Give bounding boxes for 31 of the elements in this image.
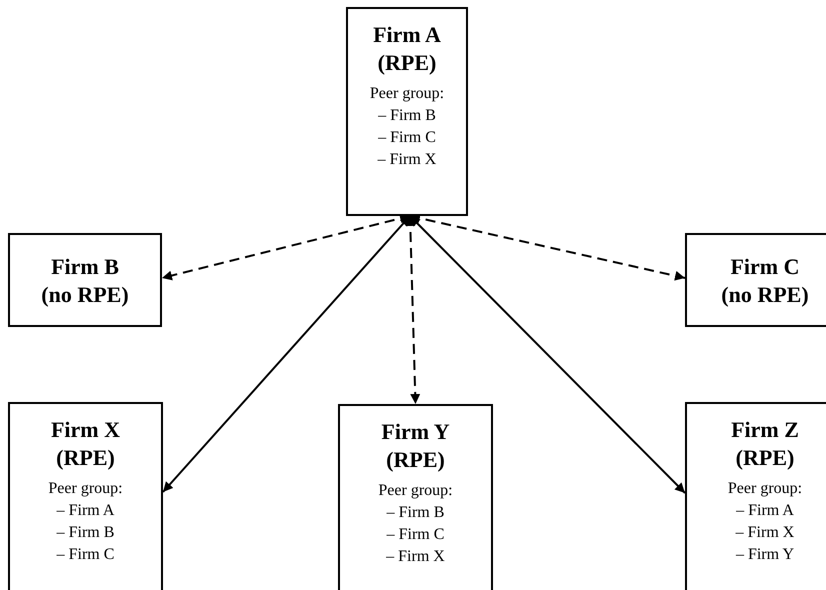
peer-firm-item: – Firm A [56, 501, 114, 521]
peer-group-label: Peer group: [370, 84, 444, 104]
peer-firm-item: – Firm A [736, 501, 794, 521]
firm-box [8, 402, 163, 590]
firm-box [338, 404, 493, 590]
peer-firm-item: – Firm C [56, 545, 114, 565]
arrow [405, 216, 420, 404]
firm-box [8, 233, 162, 327]
arrow [162, 214, 410, 280]
peer-firm-item: – Firm C [386, 525, 444, 545]
peer-firm-item: – Firm B [386, 503, 444, 523]
peer-group-label: Peer group: [728, 479, 802, 499]
firm-heading: Firm B (no RPE) [40, 253, 130, 309]
peer-firm-item: – Firm X [386, 547, 445, 567]
firm-box [685, 233, 826, 327]
firm-heading: Firm A (RPE) [372, 21, 442, 77]
peer-group-label: Peer group: [48, 479, 123, 499]
peer-firm-item: – Firm X [378, 150, 436, 170]
peer-firm-item: – Firm B [378, 106, 436, 126]
firm-heading: Firm C (no RPE) [720, 253, 810, 309]
firm-box [685, 402, 826, 590]
peer-firm-item: – Firm X [736, 523, 794, 543]
arrow [162, 215, 411, 493]
firm-heading: Firm Z (RPE) [730, 416, 800, 472]
peer-firm-item: – Firm Y [736, 545, 794, 565]
peer-firm-item: – Firm B [56, 523, 114, 543]
peer-group-label: Peer group: [378, 481, 453, 501]
peer-firm-item: – Firm C [378, 128, 436, 148]
firm-heading: Firm Y (RPE) [380, 418, 451, 474]
firm-box [346, 7, 468, 216]
firm-heading: Firm X (RPE) [50, 416, 122, 472]
